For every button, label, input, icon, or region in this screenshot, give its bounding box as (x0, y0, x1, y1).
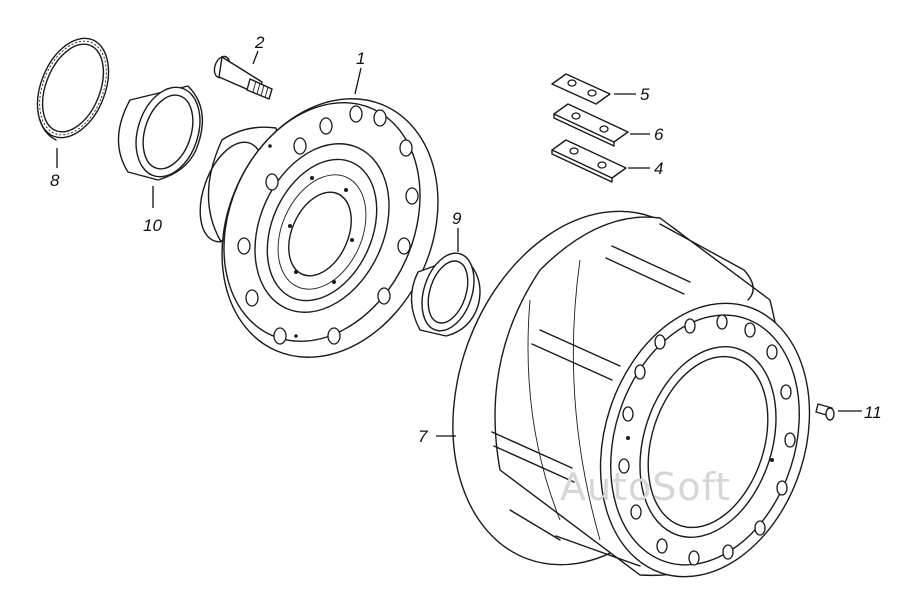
label-part-7: 7 (418, 427, 428, 446)
label-part-1: 1 (356, 49, 365, 68)
label-part-2: 2 (254, 33, 265, 52)
part-8-seal-ring (36, 37, 110, 141)
label-part-10: 10 (143, 216, 162, 235)
label-part-5: 5 (640, 85, 650, 104)
part-1-wheel-hub (199, 98, 439, 358)
label-part-6: 6 (654, 125, 664, 144)
part-4-lock-plate (551, 139, 627, 183)
part-2-wheel-stud (213, 55, 273, 100)
watermark-text: AutoSoft (560, 465, 731, 509)
label-part-4: 4 (654, 159, 663, 178)
part-5-lock-plate (551, 73, 611, 105)
part-7-brake-drum (452, 210, 811, 578)
leader-lines (56, 50, 862, 437)
part-11-screw (815, 403, 835, 421)
part-10-bearing-race (117, 85, 204, 181)
part-labels: 2 1 5 6 4 8 10 9 7 11 (50, 33, 882, 446)
label-part-9: 9 (452, 209, 462, 228)
part-9-bearing-race (410, 252, 481, 337)
label-part-8: 8 (50, 171, 60, 190)
part-6-lock-plate (553, 103, 629, 147)
label-part-11: 11 (864, 403, 882, 422)
